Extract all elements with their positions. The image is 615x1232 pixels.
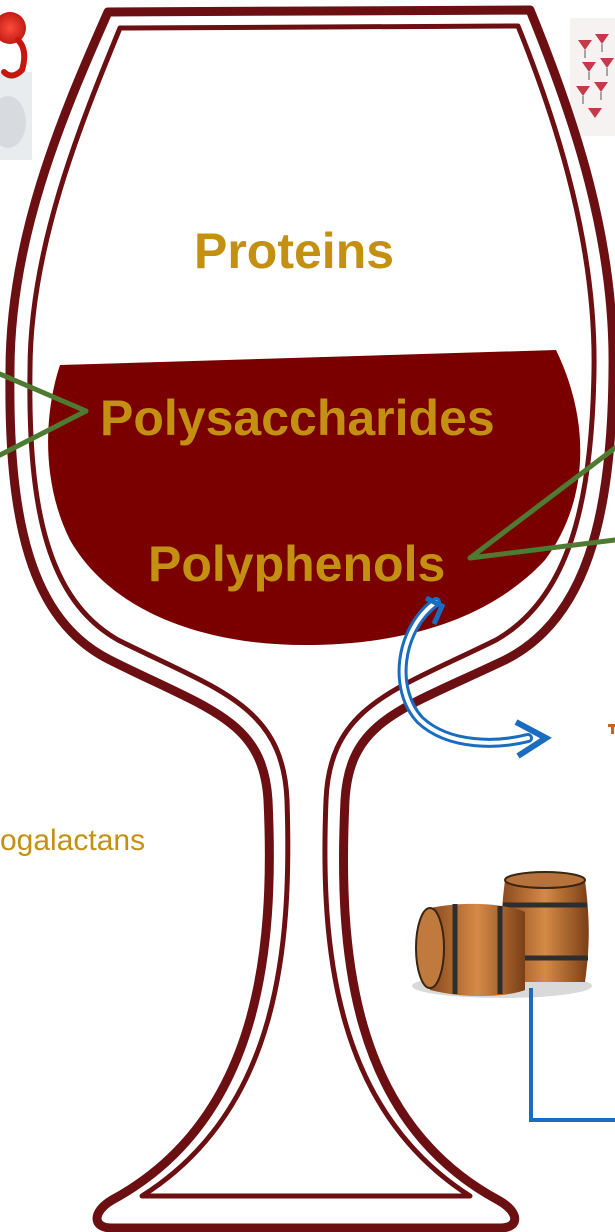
blue-bracket bbox=[531, 988, 615, 1120]
orange-mark bbox=[608, 724, 615, 734]
label-polysaccharides: Polysaccharides bbox=[100, 389, 495, 447]
label-proteins: Proteins bbox=[194, 222, 394, 280]
wine-glasses-collage-icon bbox=[570, 18, 615, 136]
red-cartoon-icon bbox=[0, 12, 32, 160]
label-polyphenols: Polyphenols bbox=[148, 535, 445, 593]
wooden-barrels-icon bbox=[412, 872, 592, 998]
label-arabinogalactans: ogalactans bbox=[0, 823, 145, 859]
